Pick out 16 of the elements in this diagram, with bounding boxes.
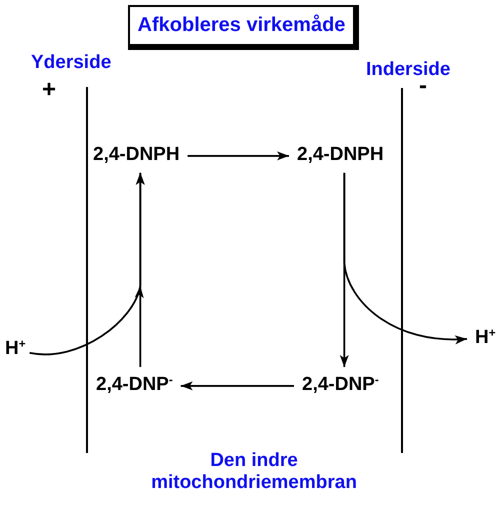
compound-label: 2,4-DNPH <box>92 144 181 166</box>
side-label: Yderside <box>31 53 112 72</box>
arrow <box>180 381 294 390</box>
compound-label: 2,4-DNP$^{-}$ <box>95 374 174 396</box>
curved-arrow <box>29 172 145 356</box>
title-banner: Afkobleres virkemåde <box>128 5 359 50</box>
side-label: Inderside <box>366 60 450 79</box>
charge-sign: - <box>419 80 427 92</box>
compound-label: H$^{+}$ <box>4 338 27 360</box>
charge-sign: + <box>42 78 56 102</box>
arrow <box>188 151 289 160</box>
membrane-caption: Den indre mitochondriemembran <box>150 450 358 494</box>
compound-label: 2,4-DNPH <box>296 144 385 166</box>
compound-label: 2,4-DNP$^{-}$ <box>301 374 380 396</box>
curved-arrow <box>343 172 468 344</box>
compound-label: H$^{+}$ <box>474 327 497 349</box>
